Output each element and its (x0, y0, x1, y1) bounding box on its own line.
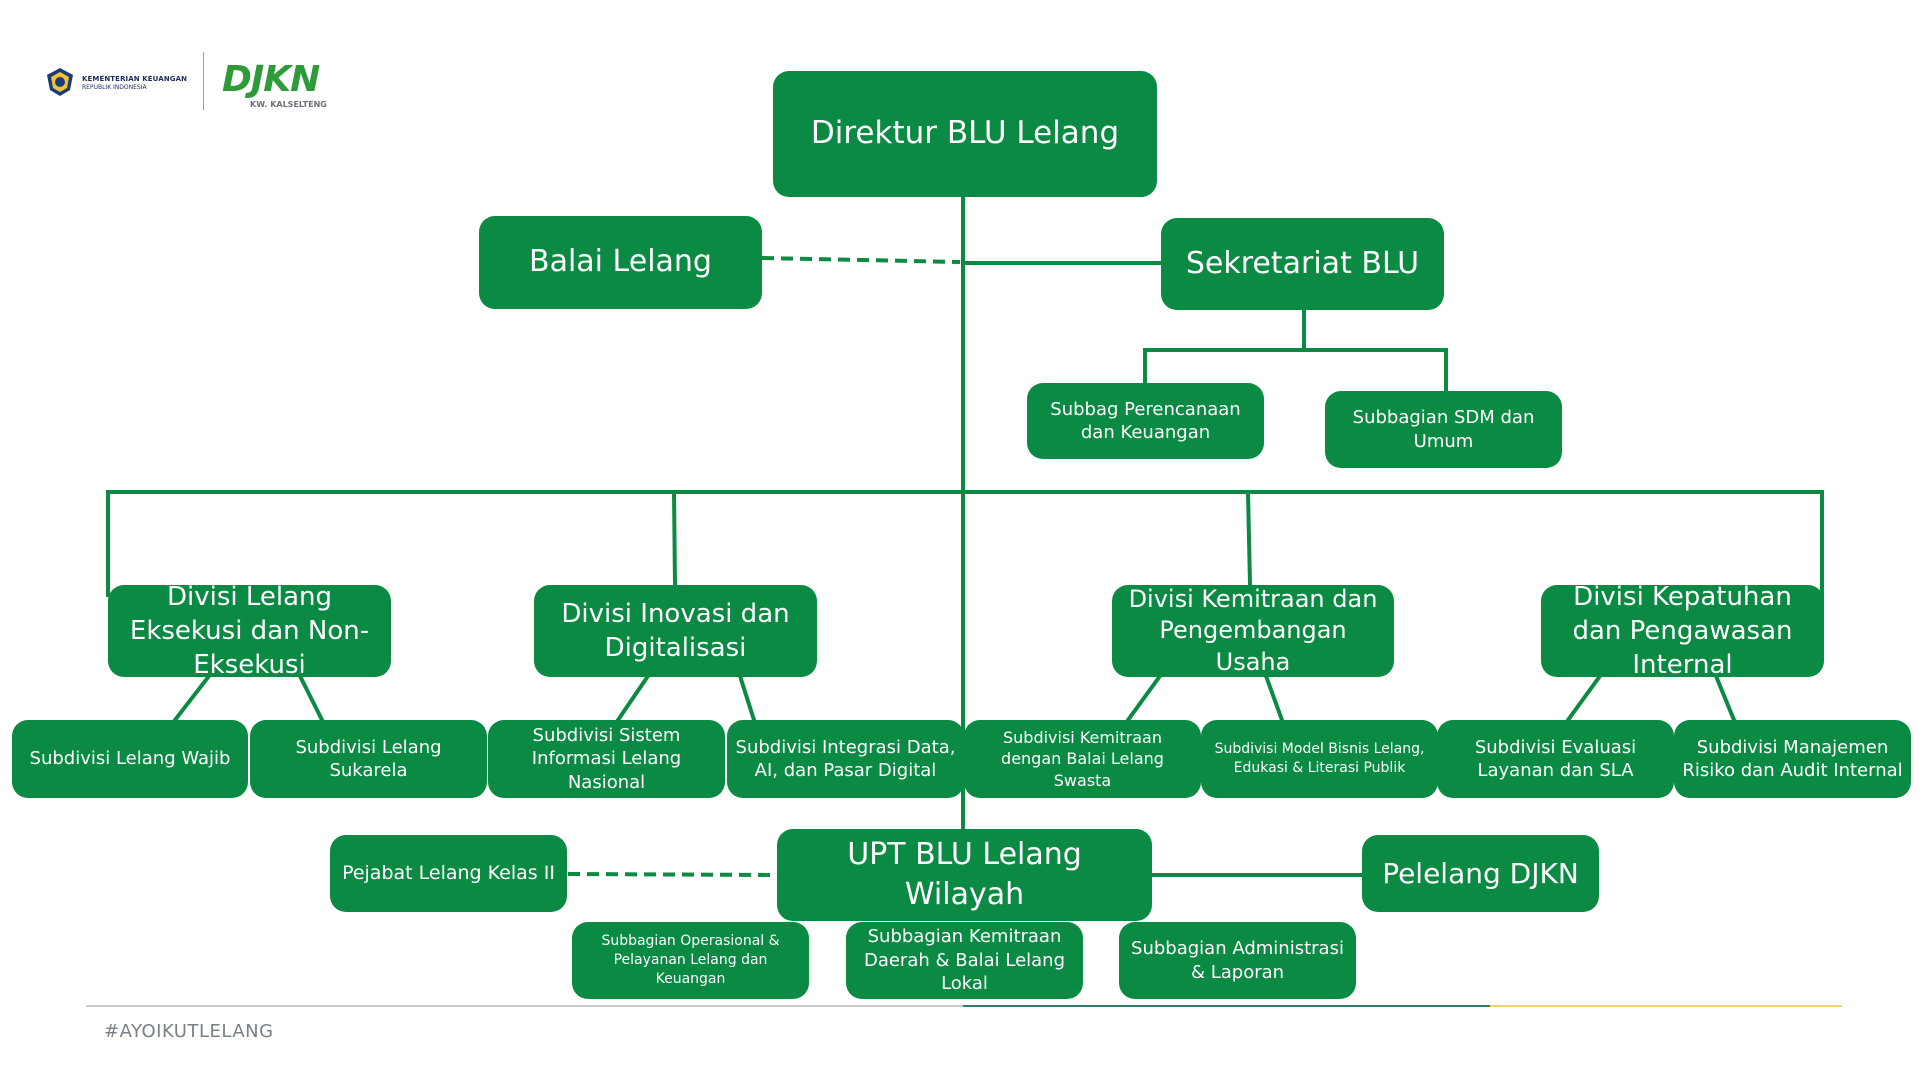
eksekusi-wajib-link (172, 673, 212, 723)
node-subbag-operasional: Subbagian Operasional & Pelayanan Lelang… (572, 922, 809, 999)
node-div-eksekusi: Divisi Lelang Eksekusi dan Non-Eksekusi (108, 582, 391, 680)
node-direktur: Direktur BLU Lelang (773, 71, 1157, 197)
node-div-kepatuhan: Divisi Kepatuhan dan Pengawasan Internal (1541, 582, 1824, 680)
logo-divider (203, 52, 204, 110)
node-subbag-administrasi: Subbagian Administrasi & Laporan (1119, 922, 1356, 999)
node-sub-sistem: Subdivisi Sistem Informasi Lelang Nasion… (488, 720, 725, 798)
kepatuhan-manajemen-link (1713, 673, 1737, 723)
node-upt: UPT BLU Lelang Wilayah (777, 829, 1152, 921)
node-pelelang: Pelelang DJKN (1362, 835, 1599, 912)
node-subbag-kemitraan-daerah: Subbagian Kemitraan Daerah & Balai Lelan… (846, 922, 1083, 999)
node-sub-wajib: Subdivisi Lelang Wajib (12, 720, 248, 798)
inovasi-sistem-link (615, 673, 651, 723)
pejabat-dashed-link (567, 872, 777, 877)
node-div-kemitraan: Divisi Kemitraan dan Pengembangan Usaha (1112, 585, 1394, 677)
node-subbag-sdm: Subbagian SDM dan Umum (1325, 391, 1562, 468)
node-sekretariat: Sekretariat BLU (1161, 218, 1444, 310)
node-pejabat: Pejabat Lelang Kelas II (330, 835, 567, 912)
inovasi-integrasi-link (737, 673, 757, 723)
node-balai-lelang: Balai Lelang (479, 216, 762, 309)
ministry-country: REPUBLIK INDONESIA (82, 84, 147, 91)
kemitraan-model-link (1263, 673, 1285, 723)
node-sub-kemitraan-swasta: Subdivisi Kemitraan dengan Balai Lelang … (964, 720, 1201, 798)
djkn-wordmark: DJKN (222, 59, 320, 100)
ministry-name: KEMENTERIAN KEUANGAN (82, 75, 188, 83)
node-sub-model-bisnis: Subdivisi Model Bisnis Lelang, Edukasi &… (1201, 720, 1438, 798)
garuda-emblem-icon (47, 68, 73, 96)
djkn-logo: DJKN KW. KALSELTENG (222, 62, 332, 112)
div-inovasi-link (671, 489, 678, 587)
node-sub-integrasi: Subdivisi Integrasi Data, AI, dan Pasar … (727, 720, 964, 798)
node-div-inovasi: Divisi Inovasi dan Digitalisasi (534, 585, 817, 677)
kemitraan-swasta-link (1125, 673, 1163, 723)
node-sub-sukarela: Subdivisi Lelang Sukarela (250, 720, 487, 798)
eksekusi-sukarela-link (297, 673, 325, 723)
node-sub-manajemen: Subdivisi Manajemen Risiko dan Audit Int… (1674, 720, 1911, 798)
node-sub-evaluasi: Subdivisi Evaluasi Layanan dan SLA (1437, 720, 1674, 798)
footer-hashtag: #AYOIKUTLELANG (104, 1021, 274, 1042)
kemenkeu-logo: KEMENTERIAN KEUANGAN REPUBLIK INDONESIA (44, 64, 204, 102)
djkn-subtitle: KW. KALSELTENG (250, 100, 327, 109)
kepatuhan-evaluasi-link (1565, 673, 1603, 723)
node-subbag-perencanaan: Subbag Perencanaan dan Keuangan (1027, 383, 1264, 459)
balai-dashed-link (761, 256, 961, 264)
div-kemitraan-link (1245, 489, 1253, 587)
